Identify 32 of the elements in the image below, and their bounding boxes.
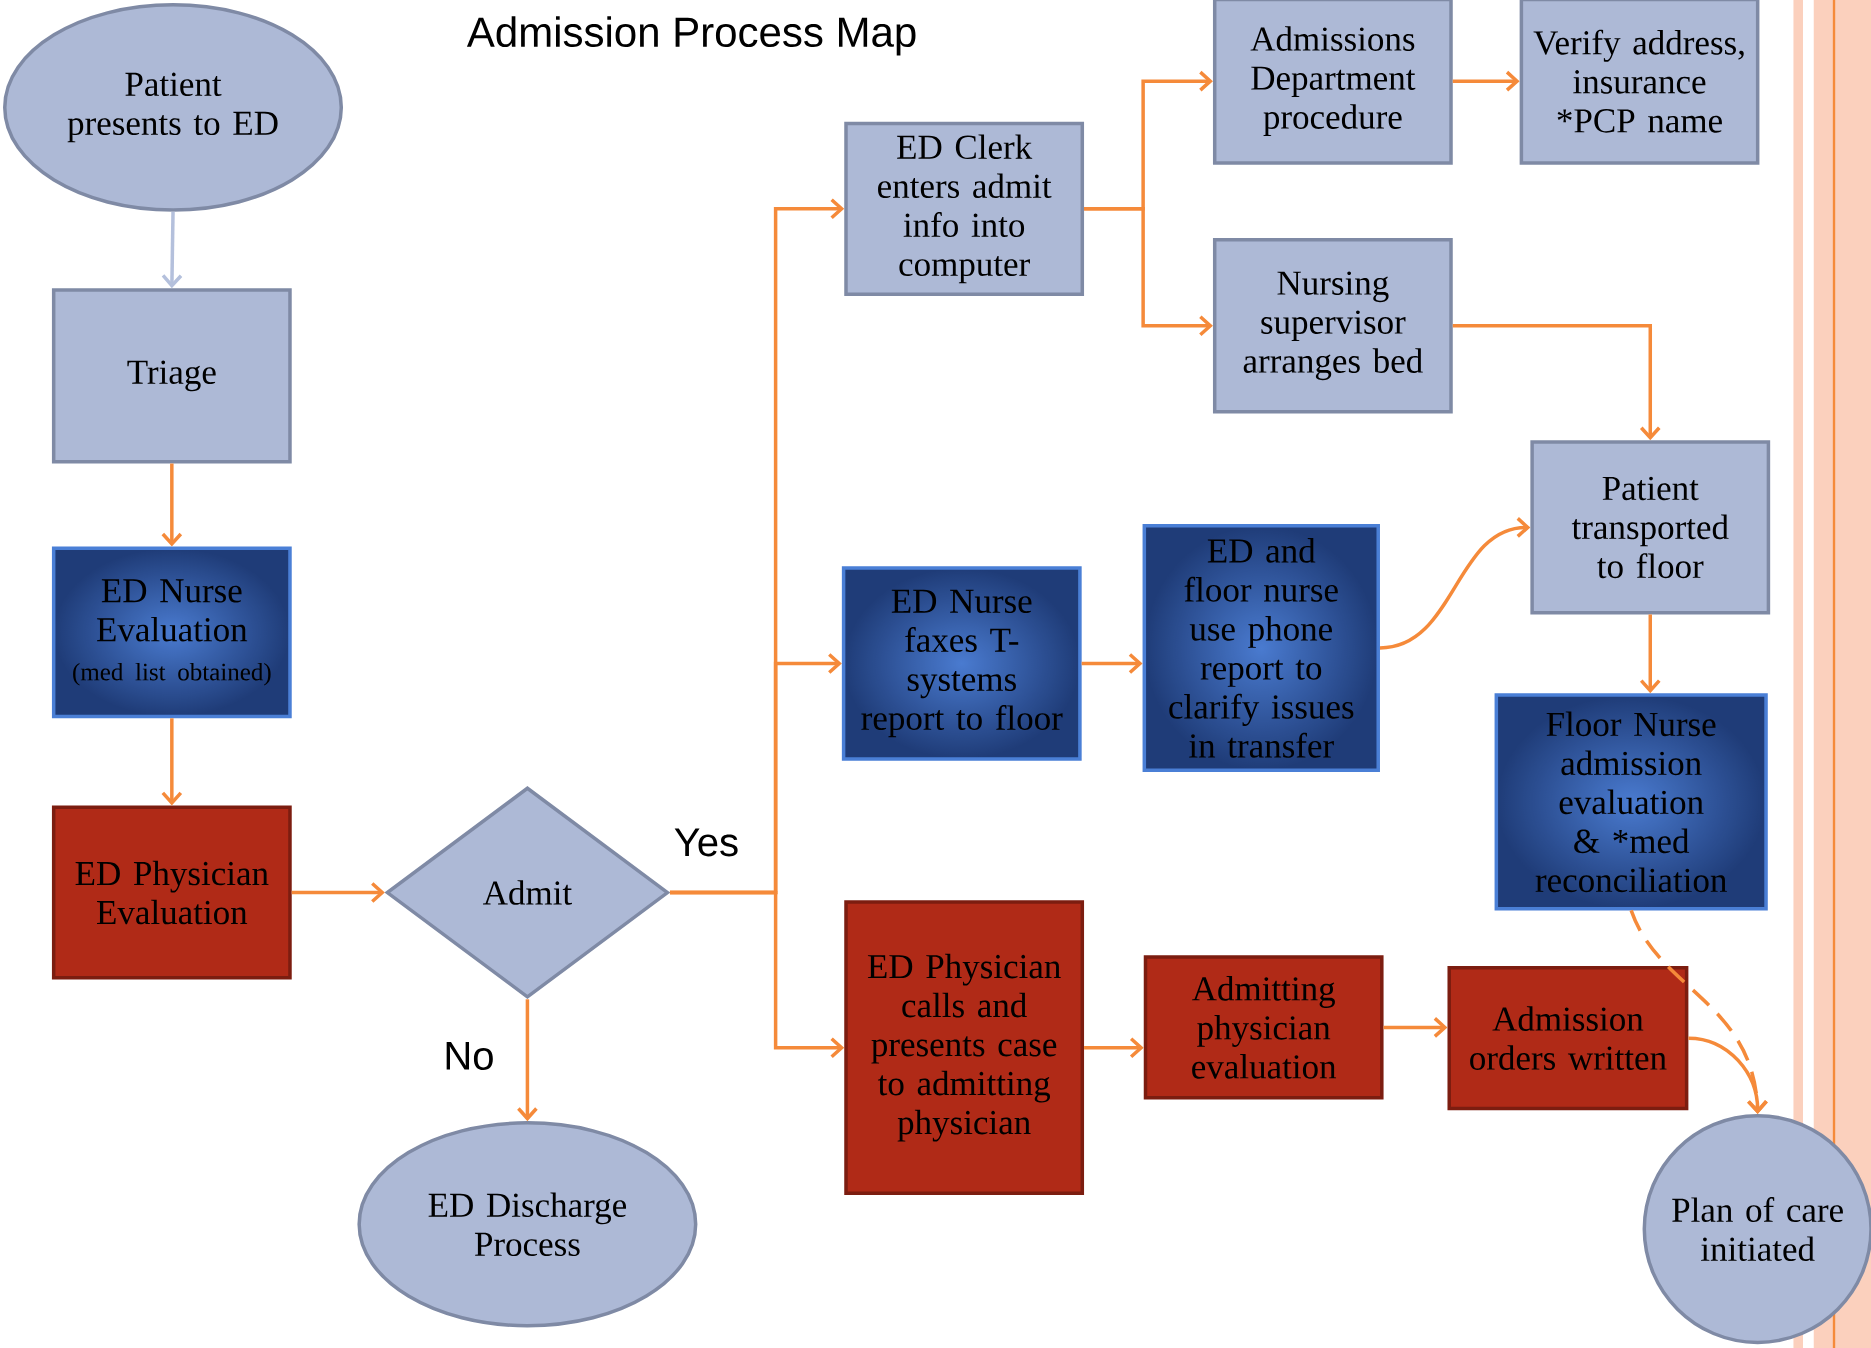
arrow xyxy=(161,211,183,289)
edge-label: Yes xyxy=(671,826,742,859)
process-box: ED Clerk enters admit info into computer xyxy=(844,121,1085,296)
process-box: Verify address, insurance *PCP name xyxy=(1519,0,1760,165)
process-box: Admissions Department procedure xyxy=(1212,0,1453,165)
arrow xyxy=(1383,1016,1448,1038)
arrow xyxy=(1452,323,1661,441)
arrow xyxy=(1084,1037,1144,1058)
arrow xyxy=(1452,70,1520,92)
edge-label: No xyxy=(441,1039,497,1072)
arrow xyxy=(291,882,385,903)
title: Admission Process Map xyxy=(466,16,916,56)
arrow xyxy=(1379,516,1531,650)
arrow xyxy=(161,463,183,547)
arrow xyxy=(1639,614,1661,694)
process-box: Nursing supervisor arranges bed xyxy=(1212,237,1453,414)
process-box: ED Physician calls and presents case to admitting physician xyxy=(844,900,1085,1195)
process-box: ED Nurse Evaluation (med list obtained) xyxy=(51,546,292,719)
process-box: Floor Nurse admission evaluation & *med reconciliation xyxy=(1494,693,1768,911)
process-box: Admitting physician evaluation xyxy=(1143,955,1384,1100)
process-box: Triage xyxy=(51,288,292,464)
arrow xyxy=(669,890,845,1058)
process-box: ED Physician Evaluation xyxy=(51,805,292,980)
arrow xyxy=(1629,909,1768,1114)
process-box: ED Nurse faxes T-systems report to floor xyxy=(841,566,1082,761)
arrow xyxy=(1081,652,1143,674)
arrow xyxy=(161,718,183,806)
process-box: ED and floor nurse use phone report to clarify issues in transfer xyxy=(1142,523,1380,772)
process-box: Patient transported to floor xyxy=(1530,440,1771,615)
process-box: Admission orders written xyxy=(1447,965,1689,1111)
arrow xyxy=(1084,206,1213,336)
arrow xyxy=(517,999,538,1121)
